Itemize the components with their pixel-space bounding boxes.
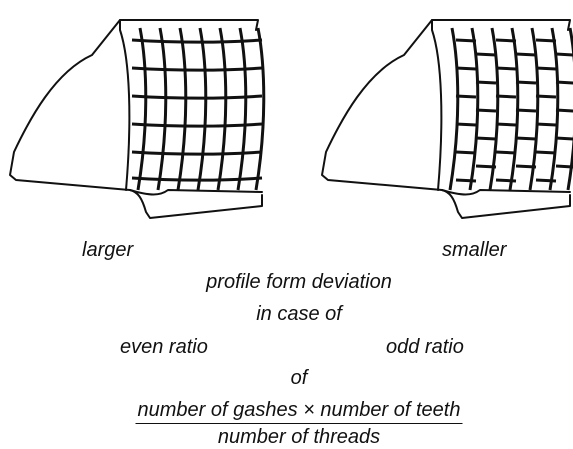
brick-segment xyxy=(515,52,537,57)
hob-tooth-figures xyxy=(9,19,573,219)
label-larger: larger xyxy=(82,239,134,261)
brick-segment xyxy=(455,150,477,155)
brick-column-line xyxy=(566,27,573,191)
brick-column-line xyxy=(528,27,540,191)
label-of: of xyxy=(290,367,308,389)
brick-segment xyxy=(535,178,557,183)
grid-column-line xyxy=(236,27,248,191)
grid-column-line xyxy=(156,27,168,191)
right-brick-pattern xyxy=(448,27,573,191)
left-tooth-outline xyxy=(9,19,263,219)
brick-segment xyxy=(555,164,573,169)
formula-denominator: number of threads xyxy=(217,426,381,448)
ratio-formula: number of gashes × number of teeth numbe… xyxy=(135,400,463,448)
grid-row-line xyxy=(131,66,263,72)
grid-row-line xyxy=(131,38,263,44)
brick-segment xyxy=(515,136,537,141)
brick-column-line xyxy=(508,27,520,191)
grid-row-line xyxy=(131,176,263,182)
label-profile-form-deviation: profile form deviation xyxy=(206,271,392,293)
brick-segment xyxy=(515,164,537,169)
brick-segment xyxy=(515,80,537,85)
grid-row-line xyxy=(131,94,263,100)
left-grid-pattern xyxy=(131,27,266,191)
grid-column-line xyxy=(136,27,148,191)
grid-row-line xyxy=(131,150,263,156)
grid-column-line xyxy=(216,27,228,191)
right-tooth-outline xyxy=(321,19,571,219)
grid-row-line xyxy=(131,122,263,128)
brick-segment xyxy=(535,66,557,71)
brick-segment xyxy=(455,178,477,183)
right-bottom-edge xyxy=(441,189,571,196)
brick-segment xyxy=(555,136,573,141)
label-in-case-of: in case of xyxy=(256,303,342,325)
brick-segment xyxy=(535,150,557,155)
brick-segment xyxy=(535,122,557,127)
label-odd-ratio: odd ratio xyxy=(386,336,464,358)
formula-numerator: number of gashes × number of teeth xyxy=(135,400,463,424)
brick-segment xyxy=(555,52,573,57)
right-tooth-figure xyxy=(321,19,571,219)
brick-segment xyxy=(495,66,517,71)
brick-segment xyxy=(455,122,477,127)
label-smaller: smaller xyxy=(442,239,507,261)
brick-column-line xyxy=(448,27,460,191)
brick-segment xyxy=(495,94,517,99)
brick-segment xyxy=(535,38,557,43)
label-even-ratio: even ratio xyxy=(120,336,208,358)
left-bottom-edge xyxy=(129,189,263,196)
right-face-edge xyxy=(431,19,443,191)
brick-segment xyxy=(455,38,477,43)
brick-segment xyxy=(555,80,573,85)
brick-segment xyxy=(495,122,517,127)
left-tooth-figure xyxy=(9,19,263,219)
brick-segment xyxy=(495,178,517,183)
brick-segment xyxy=(475,164,497,169)
brick-segment xyxy=(515,108,537,113)
brick-segment xyxy=(475,136,497,141)
brick-column-line xyxy=(468,27,480,191)
grid-column-line xyxy=(176,27,188,191)
brick-segment xyxy=(535,94,557,99)
brick-column-line xyxy=(488,27,500,191)
left-face-edge xyxy=(119,19,131,191)
brick-segment xyxy=(455,66,477,71)
brick-column-line xyxy=(548,27,560,191)
brick-segment xyxy=(475,108,497,113)
brick-segment xyxy=(495,150,517,155)
grid-column-line xyxy=(254,27,266,191)
grid-column-line xyxy=(196,27,208,191)
brick-segment xyxy=(495,38,517,43)
brick-segment xyxy=(455,94,477,99)
brick-segment xyxy=(475,52,497,57)
brick-segment xyxy=(475,80,497,85)
brick-segment xyxy=(555,108,573,113)
